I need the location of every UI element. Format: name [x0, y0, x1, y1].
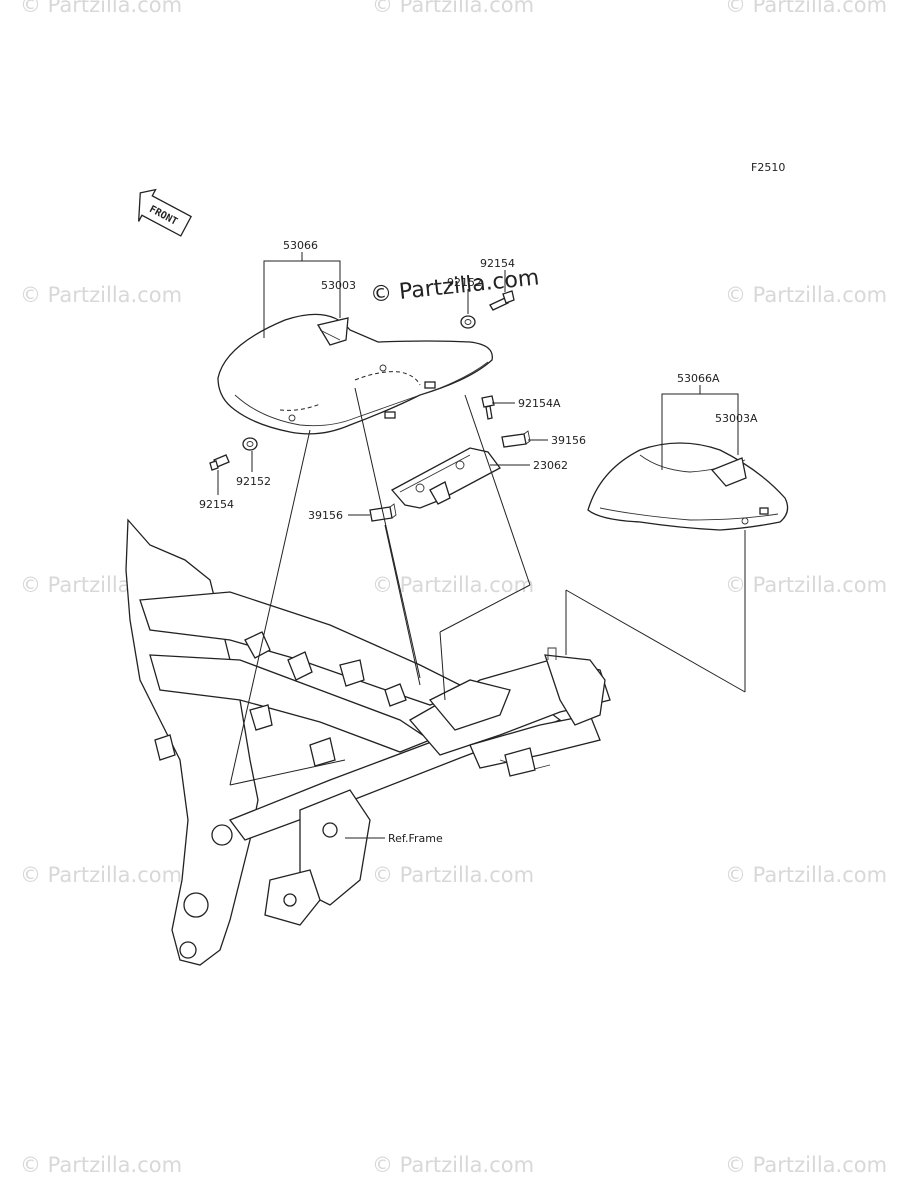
bolt-92154-top [489, 290, 515, 311]
front-seat-53066 [217, 313, 493, 435]
watermark-2: © Partzilla.com [372, 0, 534, 17]
grommet-92152-bottom [242, 437, 258, 451]
watermark-3: © Partzilla.com [725, 0, 887, 17]
watermark-13: © Partzilla.com [372, 1153, 534, 1177]
callout-92152-bottom: 92152 [236, 475, 271, 488]
callout-23062: 23062 [533, 459, 568, 472]
watermark-5: © Partzilla.com [725, 283, 887, 307]
callout-39156-right: 39156 [551, 434, 586, 447]
watermark-11: © Partzilla.com [725, 863, 887, 887]
seat-patch-53003 [316, 317, 349, 346]
frame-bolt-hole-5 [283, 893, 297, 907]
pad-39156-left [369, 503, 397, 522]
frame-bolt-hole-1 [211, 824, 233, 846]
rear-seat-patch-53003A [710, 457, 747, 487]
frame-bolt-hole-3 [179, 941, 197, 959]
bracket-23062 [390, 447, 501, 509]
callout-53003: 53003 [321, 279, 356, 292]
leader-lines [217, 252, 746, 839]
watermark-12: © Partzilla.com [20, 1153, 182, 1177]
callout-53066: 53066 [283, 239, 318, 252]
bolt-92154-bottom [209, 454, 230, 471]
rear-seat-cover-53066A [587, 442, 789, 531]
callout-92154-bottom: 92154 [199, 498, 234, 511]
callout-39156-left: 39156 [308, 509, 343, 522]
pad-39156-right [501, 430, 531, 448]
bolt-92154A [481, 395, 495, 420]
callout-53066A: 53066A [677, 372, 720, 385]
front-arrow-icon: FRONT [138, 188, 192, 237]
callout-53003A: 53003A [715, 412, 758, 425]
grommet-92152-top [460, 315, 476, 329]
frame-bolt-hole-2 [183, 892, 209, 918]
frame-assembly [125, 518, 611, 966]
figure-code: F2510 [751, 161, 785, 174]
watermark-8: © Partzilla.com [725, 573, 887, 597]
callout-ref-frame: Ref.Frame [388, 832, 443, 845]
watermark-1: © Partzilla.com [20, 0, 182, 17]
watermark-10: © Partzilla.com [372, 863, 534, 887]
callout-92154A: 92154A [518, 397, 561, 410]
callout-92152-top: 92152 [447, 276, 482, 289]
watermark-4: © Partzilla.com [20, 283, 182, 307]
frame-bolt-hole-4 [322, 822, 338, 838]
watermark-14: © Partzilla.com [725, 1153, 887, 1177]
watermark-9: © Partzilla.com [20, 863, 182, 887]
callout-labels: 53066 53003 92152 92154 92154A 39156 230… [199, 239, 758, 845]
callout-92154-top: 92154 [480, 257, 515, 270]
